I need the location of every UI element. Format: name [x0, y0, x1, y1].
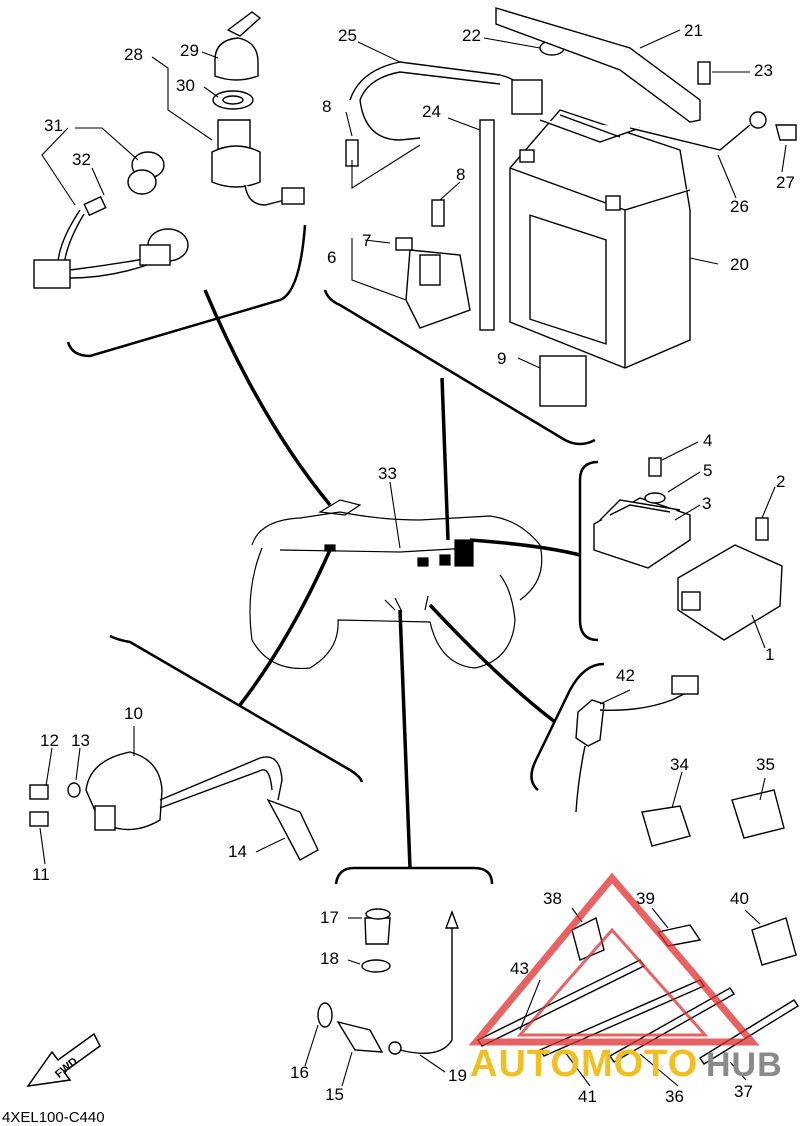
bracket-right-mid	[530, 662, 605, 791]
diagram-code: 4XEL100-C440	[2, 1109, 105, 1126]
callout-4: 4	[703, 431, 713, 450]
callout-12: 12	[40, 731, 59, 750]
callout-30: 30	[176, 76, 195, 95]
callout-7: 7	[362, 231, 372, 250]
watermark-triangle-icon	[468, 872, 760, 1046]
leader-lines	[39, 29, 787, 1087]
callout-43: 43	[510, 959, 529, 978]
callout-5: 5	[703, 461, 713, 480]
callout-6: 6	[327, 248, 337, 267]
callout-25: 25	[338, 26, 357, 45]
connector-lines	[203, 289, 581, 869]
callout-29: 29	[180, 41, 199, 60]
bracket-right	[578, 460, 599, 642]
callout-42: 42	[616, 666, 635, 685]
callout-35: 35	[756, 755, 775, 774]
motorcycle-outline	[249, 499, 543, 670]
callout-1: 1	[765, 645, 775, 664]
callout-28: 28	[124, 45, 143, 64]
callout-33: 33	[378, 464, 397, 483]
forward-arrow-icon	[26, 1032, 101, 1087]
callout-41: 41	[578, 1087, 597, 1106]
callout-20: 20	[730, 255, 749, 274]
callout-34: 34	[670, 755, 689, 774]
watermark-text-primary: AUTOMOTO	[470, 1043, 699, 1085]
rectifier-cdi-group	[593, 457, 783, 641]
callout-32: 32	[72, 150, 91, 169]
callout-16: 16	[290, 1063, 309, 1082]
callout-11: 11	[32, 865, 50, 884]
callout-40: 40	[730, 889, 749, 908]
section-brackets	[66, 224, 605, 885]
callout-8a: 8	[322, 97, 332, 116]
bracket-left-mid	[109, 634, 364, 783]
callout-22: 22	[462, 26, 481, 45]
callout-31: 31	[44, 116, 63, 135]
callout-18: 18	[320, 949, 339, 968]
main-switch-group	[33, 11, 305, 289]
callout-38: 38	[543, 889, 562, 908]
callout-39: 39	[636, 889, 655, 908]
callout-13: 13	[71, 731, 90, 750]
callout-8b: 8	[456, 165, 466, 184]
bracket-bottom	[334, 866, 494, 885]
callout-36: 36	[665, 1087, 684, 1106]
callout-15: 15	[325, 1085, 344, 1104]
callout-9: 9	[497, 349, 507, 368]
callout-37: 37	[734, 1082, 753, 1101]
bracket-top-left	[66, 224, 307, 358]
ignition-coil-group	[29, 751, 319, 861]
callout-2: 2	[776, 472, 786, 491]
callout-17: 17	[320, 908, 339, 927]
sensor-clamps-group	[575, 675, 785, 847]
callout-14: 14	[228, 842, 247, 861]
callout-24: 24	[422, 102, 441, 121]
watermark-text-secondary: HUB	[706, 1046, 783, 1084]
callout-21: 21	[684, 21, 703, 40]
battery-group	[345, 7, 797, 407]
callout-3: 3	[702, 494, 712, 513]
bottom-parts-group	[317, 908, 799, 1065]
callout-10: 10	[124, 704, 143, 723]
callout-26: 26	[730, 197, 749, 216]
bracket-top-center	[323, 289, 596, 446]
callout-19: 19	[448, 1066, 467, 1085]
callout-23: 23	[754, 61, 773, 80]
callout-27: 27	[776, 173, 795, 192]
